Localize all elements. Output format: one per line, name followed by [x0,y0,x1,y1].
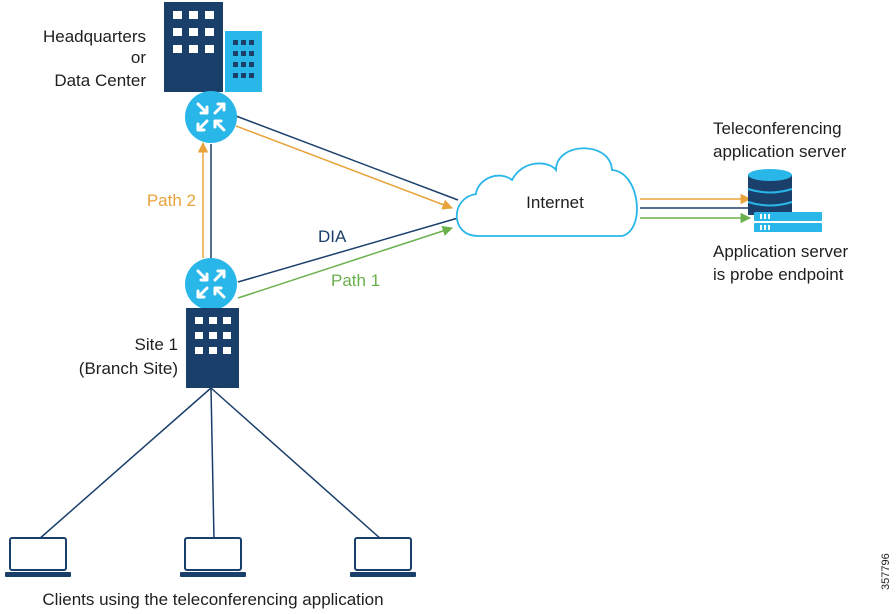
probe-label-line1: Application server [713,242,848,261]
site-label-line1: Site 1 [135,335,178,354]
internet-label: Internet [526,193,584,212]
cloud-icon [455,147,638,237]
path1-site-to-internet-arrow [237,225,453,299]
laptop-icon [350,537,416,577]
laptop-icon [5,537,71,577]
client-link-left [37,387,212,541]
server-label-line2: application server [713,142,847,161]
hq-label-line3: Data Center [54,71,146,90]
path2-label: Path 2 [147,191,196,210]
hq-label-line2: or [131,48,146,67]
connections [37,115,752,541]
hq-label-line1: Headquarters [43,27,146,46]
router-icon [185,91,237,143]
path-arrows [197,125,752,299]
probe-label-line2: is probe endpoint [713,265,844,284]
dia-label: DIA [318,227,347,246]
site-label-line2: (Branch Site) [79,359,178,378]
database-server-icon [747,169,822,232]
client-link-middle [210,387,215,541]
building-icon [164,2,262,92]
clients-caption: Clients using the teleconferencing appli… [42,590,383,609]
path2-hq-to-internet-arrow [235,125,453,210]
client-link-right [210,387,383,541]
server-label-line1: Teleconferencing [713,119,842,138]
path1-label: Path 1 [331,271,380,290]
building-icon [186,308,239,388]
figure-id: 357796 [880,553,892,590]
router-icon [185,258,237,310]
site-to-internet-link [237,217,459,283]
hq-to-internet-link [235,115,459,201]
laptop-icon [180,537,246,577]
